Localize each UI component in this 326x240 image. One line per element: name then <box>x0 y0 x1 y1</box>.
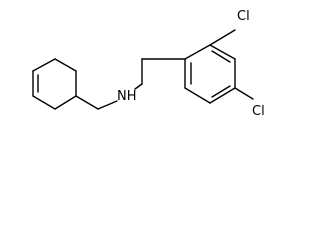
chlorine-para-label: Cl <box>252 104 265 119</box>
chemical-structure: NH Cl Cl <box>32 9 265 119</box>
ring-bond <box>209 44 236 60</box>
amine-label: NH <box>117 89 137 104</box>
linker-chain <box>75 58 186 110</box>
c-cl-bond <box>209 29 236 46</box>
c-cl-bond <box>234 87 254 100</box>
chloro-bonds <box>209 29 254 100</box>
chain-bond <box>134 83 143 90</box>
ring-bond <box>32 95 56 110</box>
cyclohexene-ring <box>32 58 77 110</box>
chlorine-ortho-label: Cl <box>237 9 250 24</box>
aromatic-inner-bond <box>211 50 231 63</box>
ring-bond <box>184 44 211 60</box>
benzene-ring <box>184 44 236 104</box>
chain-bond <box>75 95 99 110</box>
chain-bond <box>97 100 118 110</box>
ring-bond <box>209 87 236 104</box>
ring-bond <box>32 58 56 72</box>
ring-bond <box>54 95 77 110</box>
aromatic-inner-bond <box>211 85 231 98</box>
ring-bond <box>54 58 77 72</box>
ring-bond <box>184 87 211 104</box>
